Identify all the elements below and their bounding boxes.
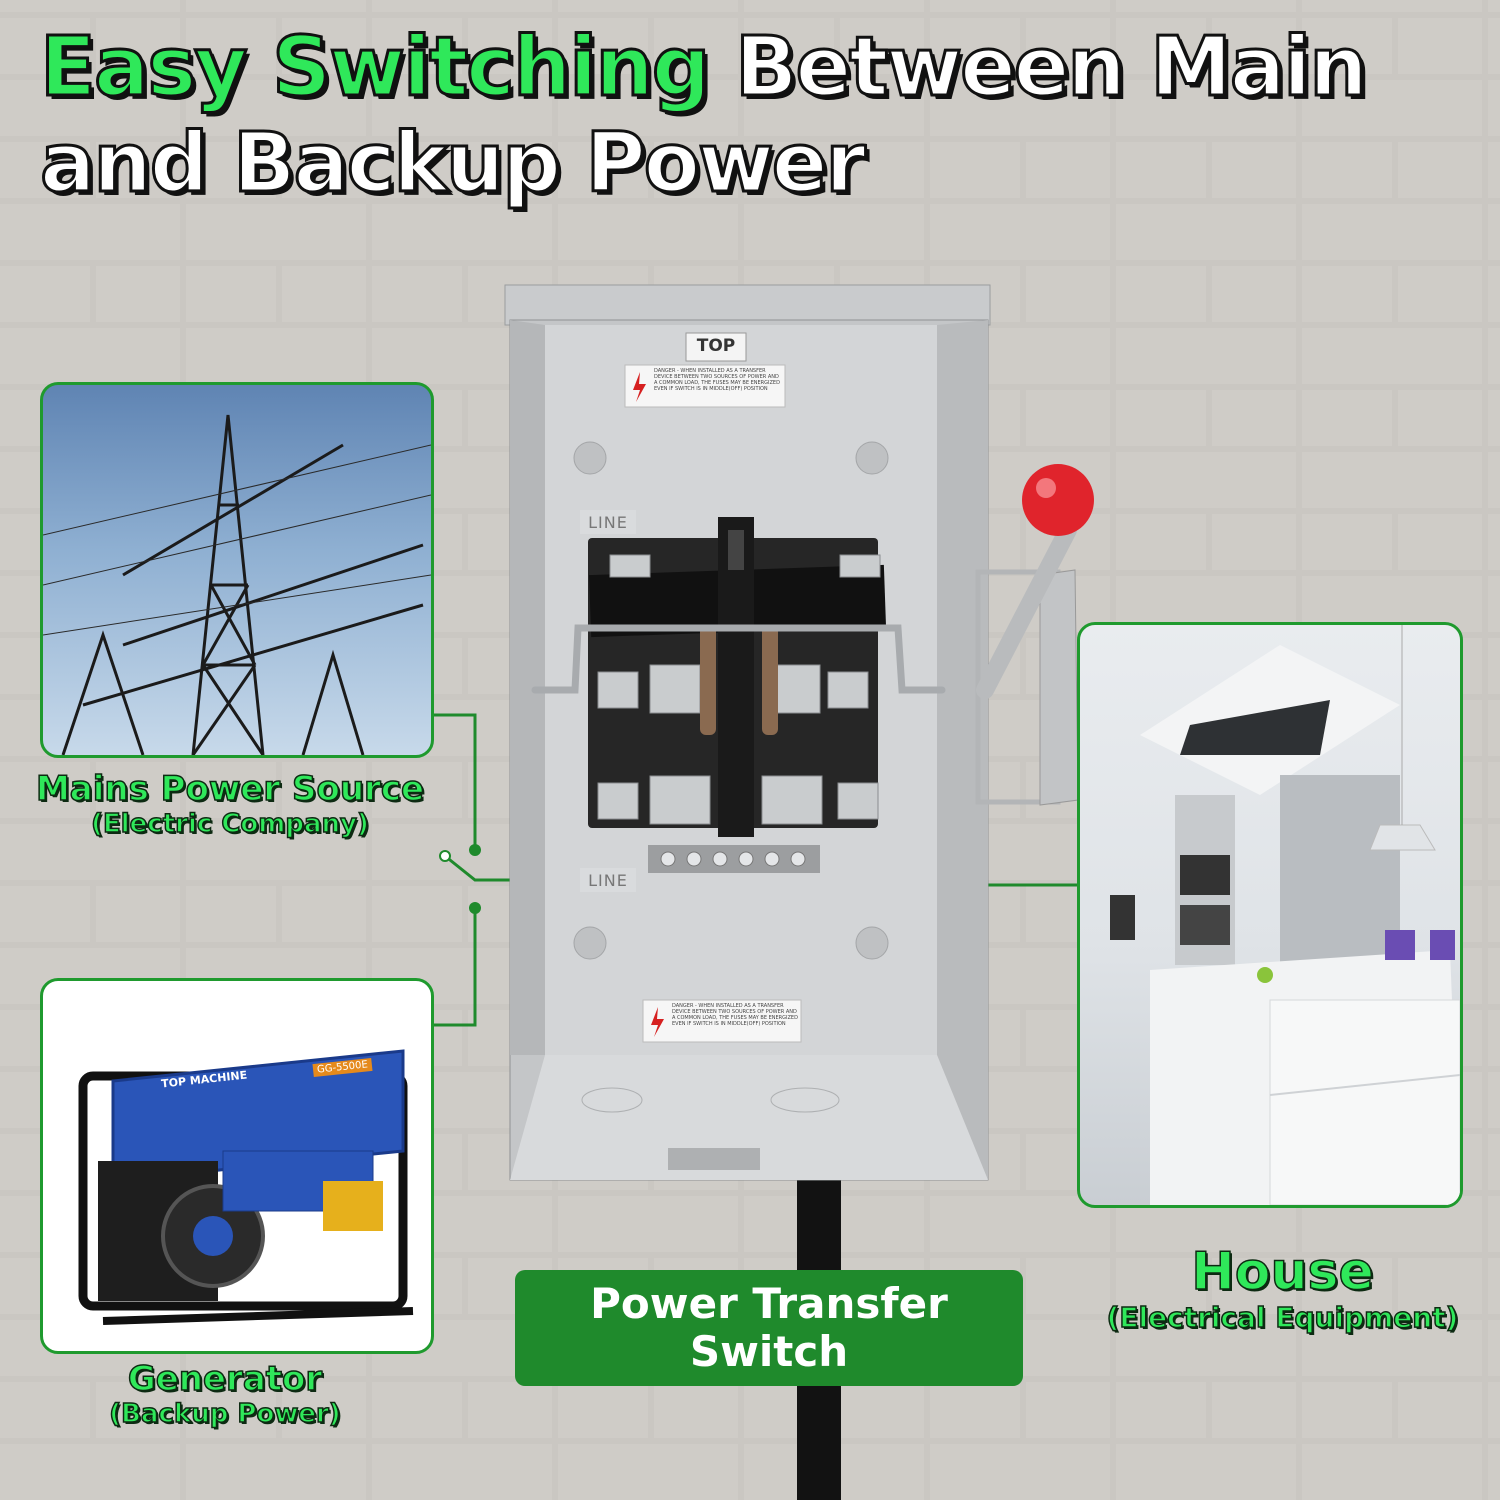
- line-label-bottom: LINE: [588, 871, 628, 890]
- generator-icon: [78, 1049, 414, 1325]
- house-caption: House (Electrical Equipment): [1085, 1241, 1480, 1335]
- switch-pivot: [439, 850, 451, 862]
- danger-label-bottom: [642, 999, 802, 1043]
- switch-mechanism: [531, 517, 946, 873]
- headline: Easy Switching Between Main and Backup P…: [38, 19, 1369, 213]
- switch-handle: [975, 464, 1094, 806]
- top-label: TOP: [696, 336, 736, 356]
- top-label-plate: [685, 332, 747, 362]
- line-label-bottom-plate: [580, 868, 636, 892]
- generator-photo: TOP MACHINE GG-5500E: [40, 978, 434, 1354]
- pylon-icon: [43, 414, 431, 755]
- danger-label-top: [624, 364, 786, 408]
- generator-caption: Generator (Backup Power): [20, 1359, 430, 1430]
- danger-bottom-bolt-icon: [651, 1007, 664, 1037]
- house-subtitle: (Electrical Equipment): [1106, 1301, 1459, 1335]
- house-title: House: [1191, 1241, 1375, 1303]
- house-photo: [1077, 622, 1463, 1208]
- generator-title: Generator: [127, 1359, 323, 1399]
- danger-text-bottom: DANGER - WHEN INSTALLED AS A TRANSFER DE…: [672, 1003, 798, 1027]
- power-transfer-switch-label: Power Transfer Switch: [515, 1270, 1023, 1386]
- switch-contact-top: [469, 844, 481, 856]
- mains-caption: Mains Power Source (Electric Company): [20, 769, 440, 840]
- danger-text-top: DANGER - WHEN INSTALLED AS A TRANSFER DE…: [654, 368, 780, 392]
- headline-highlight: Easy Switching: [38, 19, 711, 117]
- switch-contact-bottom: [469, 902, 481, 914]
- generator-subtitle: (Backup Power): [109, 1398, 342, 1430]
- mains-subtitle: (Electric Company): [90, 808, 369, 840]
- line-label-top: LINE: [588, 513, 628, 532]
- headline-line1-rest: Between Main: [708, 19, 1369, 117]
- connector-lines: [430, 713, 1078, 1027]
- danger-top-bolt-icon: [633, 372, 646, 402]
- mains-power-photo: [40, 382, 434, 758]
- line-label-top-plate: [580, 510, 636, 534]
- kitchen-icon: [1110, 625, 1460, 1205]
- headline-line2: and Backup Power: [39, 115, 868, 213]
- mains-title: Mains Power Source: [35, 769, 425, 809]
- product-label-text: Power Transfer Switch: [590, 1279, 948, 1376]
